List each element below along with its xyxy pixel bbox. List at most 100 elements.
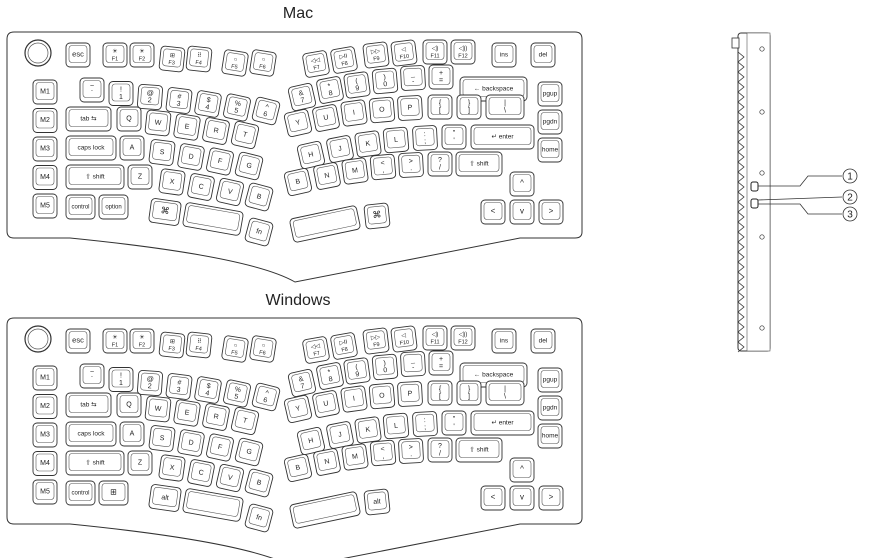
key-label: % xyxy=(234,100,242,108)
letter-key: L xyxy=(382,126,410,154)
callouts: 123 xyxy=(757,168,858,222)
key-label: ! xyxy=(120,373,122,380)
key-label: \ xyxy=(504,107,506,114)
key-label: ] xyxy=(468,107,470,114)
key-label: < xyxy=(380,446,385,453)
key-label: 3 xyxy=(176,101,181,108)
key-label: 4 xyxy=(205,104,210,112)
key-label: ↵ enter xyxy=(491,420,514,427)
letter-key: ?/ xyxy=(427,151,453,177)
letter-key: K xyxy=(354,130,382,158)
key-label: M3 xyxy=(40,146,50,153)
letter-key: T xyxy=(230,120,260,150)
fn-key: ○F6 xyxy=(249,49,277,77)
letter-key: }] xyxy=(456,94,482,120)
key-label: } xyxy=(468,386,471,393)
letter-key: B xyxy=(244,182,274,212)
letter-key: Q xyxy=(116,106,142,132)
mac-title: Mac xyxy=(282,5,314,22)
fn-key: ⠿F4 xyxy=(185,45,213,73)
letter-key: L xyxy=(382,412,410,440)
key-label: 2 xyxy=(148,383,152,390)
number-key: %5 xyxy=(223,379,251,408)
key-label: . xyxy=(410,451,412,458)
key-label: I xyxy=(353,396,356,403)
key-label: F5 xyxy=(231,64,238,71)
key-label: alt xyxy=(161,494,169,502)
caps-lock-key: caps lock xyxy=(65,135,117,161)
key-label: ☀ xyxy=(139,334,144,341)
key-label: } xyxy=(468,100,471,107)
key-label: ? xyxy=(438,443,442,450)
key-label: [ xyxy=(439,107,441,114)
key-label: 2 xyxy=(148,97,152,104)
key-label: : xyxy=(424,131,426,138)
letter-key: |\ xyxy=(485,380,525,406)
key-label: ( xyxy=(355,78,359,85)
key-label: P xyxy=(407,105,412,112)
letter-key: {[ xyxy=(427,380,453,406)
key-label: ⠿ xyxy=(197,338,202,345)
macro-key: M1 xyxy=(32,79,58,105)
key-label: M5 xyxy=(40,489,50,496)
number-key: !1 xyxy=(108,367,134,392)
key-label: F6 xyxy=(259,350,266,357)
letter-key: B xyxy=(244,468,274,498)
callout-number: 1 xyxy=(847,172,853,183)
screw-icon xyxy=(759,325,765,331)
letter-key: X xyxy=(158,168,186,196)
fn-key: ☀F1 xyxy=(102,328,128,354)
esc-key: esc xyxy=(65,42,91,68)
key-label: U xyxy=(323,114,329,122)
key-label: | xyxy=(504,100,506,107)
key-label: V xyxy=(227,188,233,196)
screw-icon xyxy=(759,234,765,240)
key-label: 7 xyxy=(300,383,305,391)
letter-key: P xyxy=(397,95,423,121)
screw-icon xyxy=(759,109,765,115)
letter-key: N xyxy=(313,448,341,476)
key-label: 9 xyxy=(355,371,360,378)
key-label: ) xyxy=(383,74,386,81)
letter-key: N xyxy=(313,162,341,190)
letter-key: E xyxy=(173,113,201,141)
key-label: " xyxy=(453,130,456,137)
fn-key: ⠿F4 xyxy=(185,331,213,359)
key-label: F9 xyxy=(373,56,380,63)
letter-key: M xyxy=(341,157,369,185)
key-label: fn xyxy=(255,514,263,522)
key-label: \ xyxy=(504,393,506,400)
side-profile-view: 123 xyxy=(731,32,858,353)
windows-keyboard: M1M2M3M4M5esc☀F1☀F2⊞F3⠿F4○F5○F6~`!1@2#3$… xyxy=(6,317,583,558)
arrow-right-key: > xyxy=(538,485,564,511)
usb-port xyxy=(750,181,759,192)
number-key: #3 xyxy=(165,373,193,400)
key-label: ⇧ shift xyxy=(469,446,488,454)
key-label: 6 xyxy=(262,111,268,119)
key-label: F11 xyxy=(430,339,439,345)
key-label: > xyxy=(409,444,413,451)
letter-key: A xyxy=(119,421,145,447)
key-label: " xyxy=(453,416,456,423)
letter-key: {[ xyxy=(427,94,453,120)
key-label: ⇧ shift xyxy=(85,173,104,181)
letter-key: Q xyxy=(116,392,142,418)
key-label: ; xyxy=(424,138,426,145)
key-label: * xyxy=(327,369,331,376)
alt-key: alt xyxy=(148,484,182,512)
number-key: &7 xyxy=(287,82,317,112)
key-label: > xyxy=(409,158,413,165)
caps-lock-key: caps lock xyxy=(65,421,117,447)
page-up-key: pgup xyxy=(537,367,563,393)
key-label: ` xyxy=(91,376,93,383)
key-label: W xyxy=(154,405,162,413)
number-key: &7 xyxy=(287,368,317,398)
key-label: / xyxy=(439,164,441,171)
fn-key: ◁◁F7 xyxy=(302,336,330,364)
key-label: _ xyxy=(410,71,415,78)
key-label: D xyxy=(188,153,194,161)
key-label: 1 xyxy=(119,380,123,387)
key-label: $ xyxy=(206,383,211,391)
key-label: ◁)) xyxy=(459,46,468,52)
letter-key: >. xyxy=(398,152,424,178)
